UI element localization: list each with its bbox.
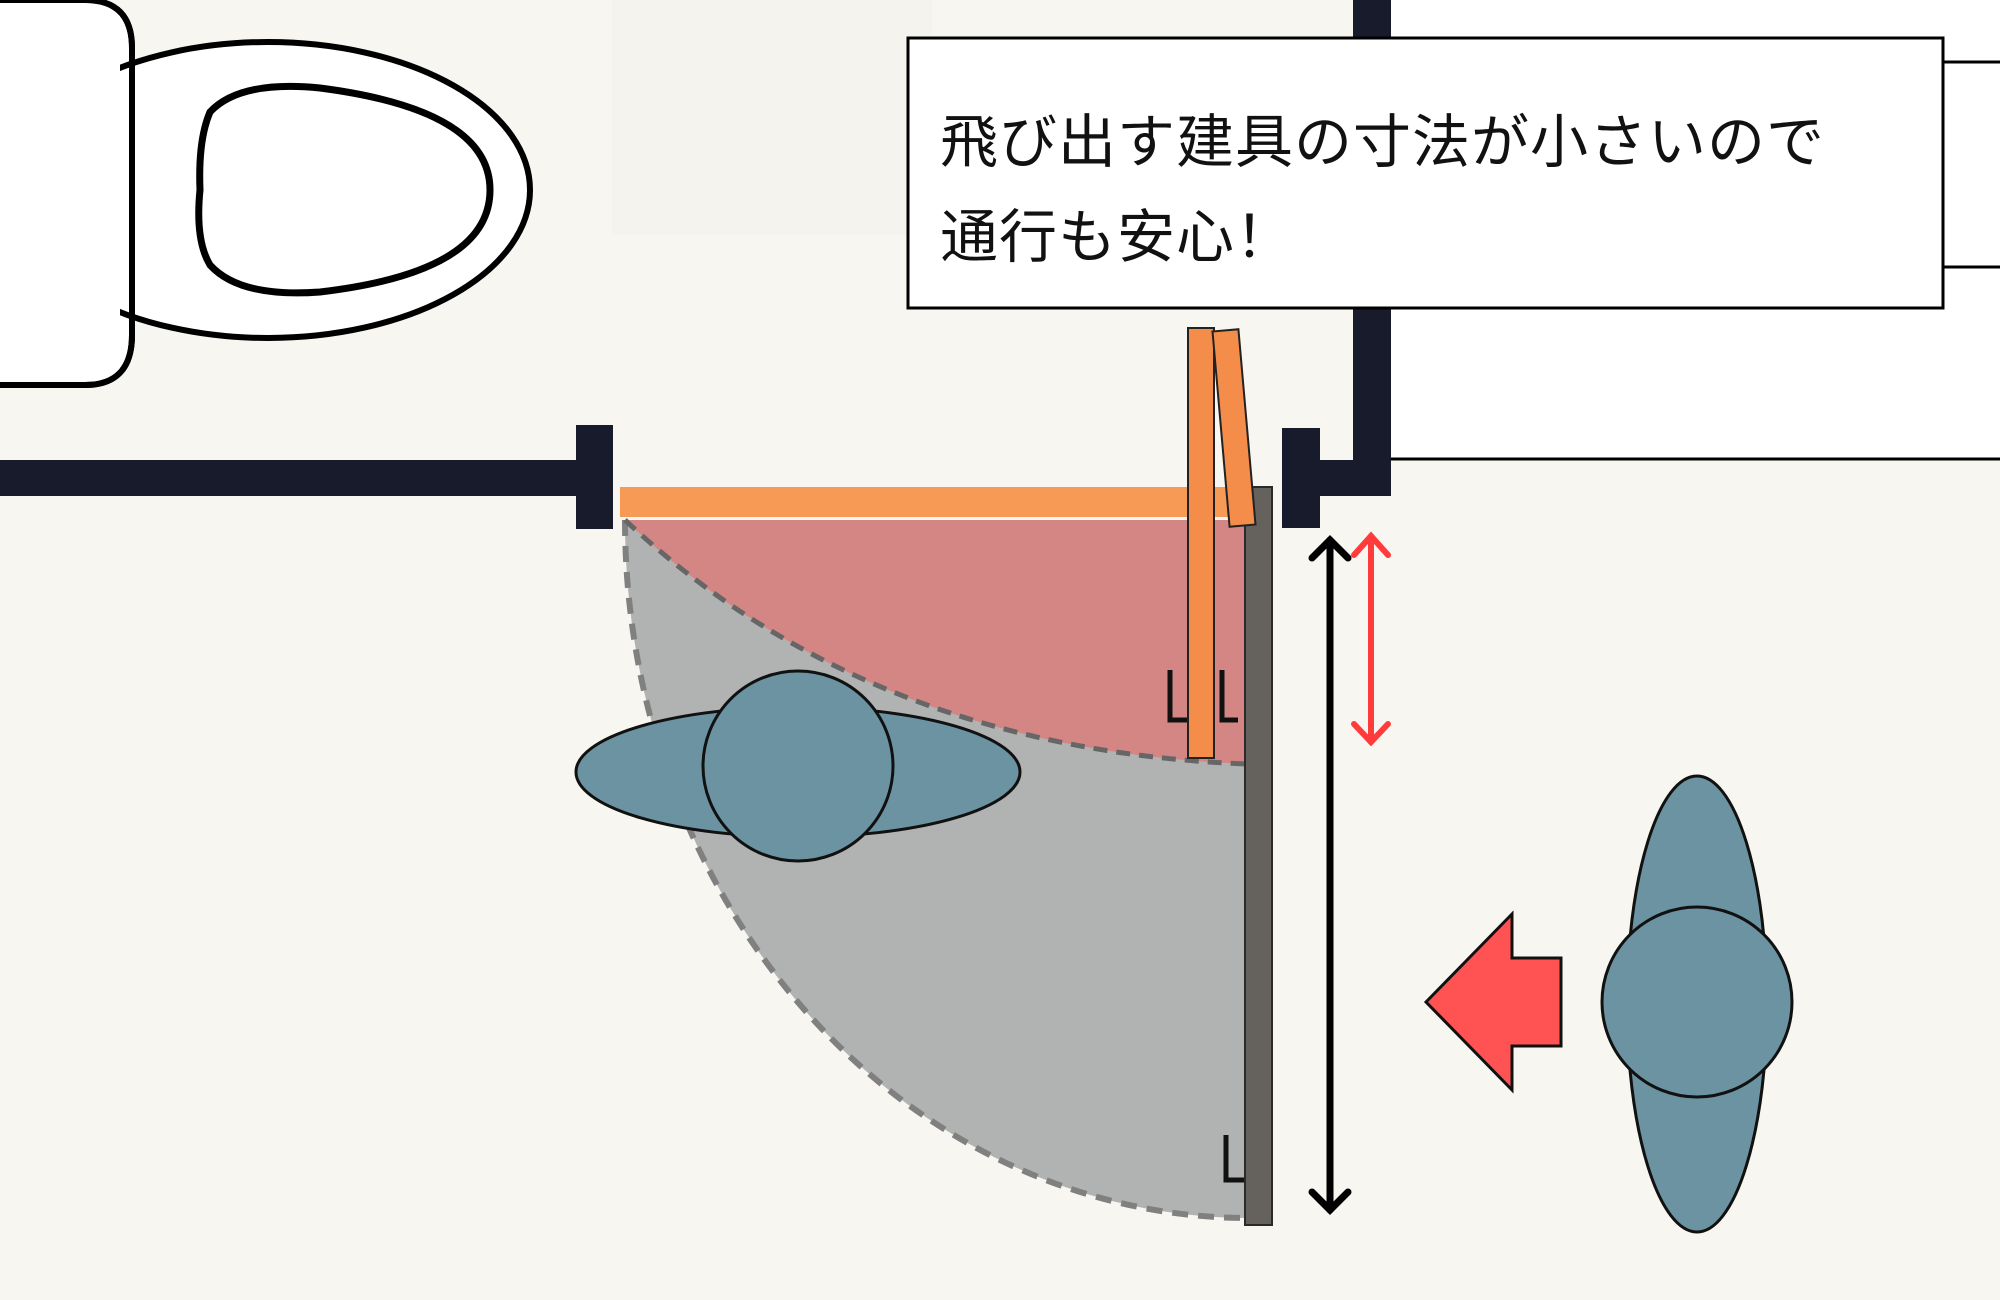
door-opening-line [620,487,1248,517]
hinge-marks [1167,670,1244,1183]
folding-door-panels [1187,327,1257,759]
callout-box [906,36,1945,310]
person-top-view-icon [574,669,1022,863]
callout-text: 飛び出す建具の寸法が小さいので 通行も安心！ [940,95,1940,285]
callout-line-1: 飛び出す建具の寸法が小さいので [940,108,1826,176]
door-panel-closed [1244,486,1273,1226]
conventional-door-width-arrow [1308,535,1352,1215]
room-floor-shade [612,0,932,235]
toilet-icon [0,0,533,388]
person-top-view-icon [1600,774,1794,1234]
arrow-left-icon [1423,910,1563,1094]
folding-door-swing-area [625,520,1248,764]
folding-door-width-arrow [1351,531,1391,747]
callout-line-2: 通行も安心！ [940,203,1295,271]
